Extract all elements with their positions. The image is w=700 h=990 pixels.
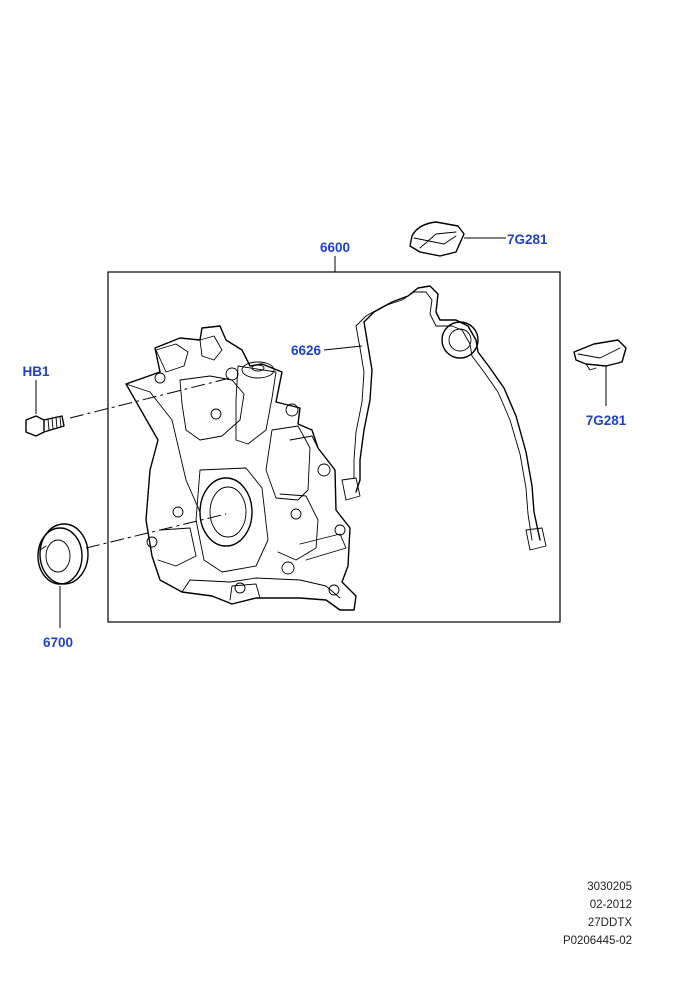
assembly-frame bbox=[107, 271, 561, 623]
footer-line-4: P0206445-02 bbox=[562, 935, 632, 947]
callout-7g281-top[interactable]: 7G281 bbox=[507, 232, 548, 247]
callout-6600[interactable]: 6600 bbox=[320, 240, 350, 255]
assembly-line-bolt bbox=[69, 377, 231, 419]
bolt[interactable] bbox=[25, 415, 65, 437]
callout-6626[interactable]: 6626 bbox=[291, 343, 322, 358]
leader-6626 bbox=[323, 345, 363, 351]
clip-right[interactable] bbox=[573, 339, 627, 371]
drawing-reference: 3030205 02-2012 27DDTX P0206445-02 bbox=[563, 878, 632, 950]
callout-6700[interactable]: 6700 bbox=[43, 635, 73, 650]
oil-pump-housing[interactable] bbox=[125, 325, 357, 611]
callout-7g281-right[interactable]: 7G281 bbox=[586, 413, 627, 428]
callout-hb1[interactable]: HB1 bbox=[22, 364, 49, 379]
assembly-line-seal bbox=[85, 513, 227, 549]
footer-line-2: 02-2012 bbox=[589, 899, 632, 911]
front-cover-gasket[interactable] bbox=[341, 285, 547, 551]
clip-top[interactable] bbox=[409, 221, 465, 257]
crankshaft-seal[interactable] bbox=[37, 523, 89, 585]
footer-line-1: 3030205 bbox=[587, 881, 632, 893]
footer-line-3: 27DDTX bbox=[587, 917, 632, 929]
